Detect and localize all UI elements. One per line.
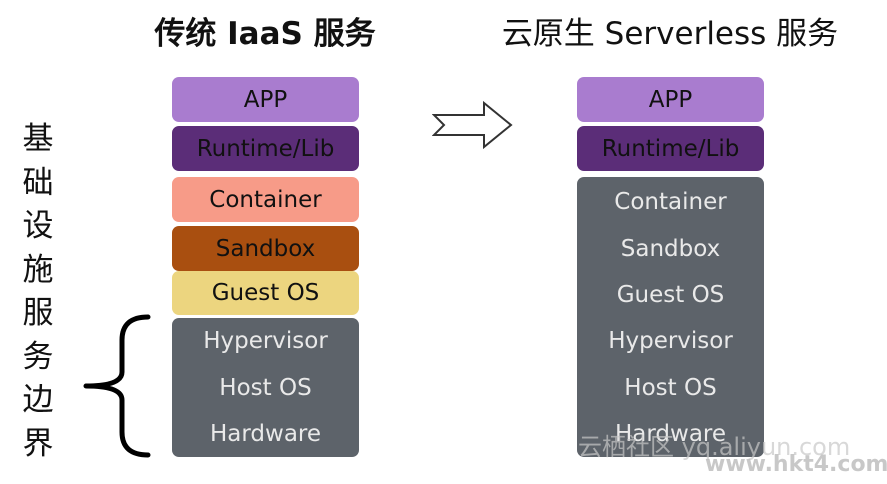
infrastructure-block	[577, 177, 764, 457]
layer-sandbox: Sandbox	[172, 226, 359, 271]
layer-hypervisor: Hypervisor	[172, 318, 359, 363]
boundary-char: 服	[22, 295, 54, 331]
layer-label: Container	[209, 186, 322, 213]
layer-label: Host OS	[624, 374, 717, 401]
boundary-dashed-line	[581, 175, 760, 177]
title-cloud-native-serverless: 云原生 Serverless 服务	[501, 16, 839, 52]
layer-hardware: Hardware	[577, 411, 764, 456]
watermark-hkt4: www.hkt4.com	[705, 452, 887, 477]
layer-host-os: Host OS	[172, 365, 359, 410]
watermark-aliyun: 云栖社区 yq.aliyun.com	[578, 433, 851, 461]
layer-app: APP	[577, 77, 764, 122]
layer-label: Guest OS	[211, 280, 320, 306]
layer-label: Runtime/Lib	[601, 135, 740, 162]
layer-label: Runtime/Lib	[196, 135, 335, 162]
layer-label: APP	[648, 86, 693, 113]
layer-label: Hardware	[614, 420, 727, 447]
layer-hypervisor: Hypervisor	[577, 318, 764, 363]
boundary-char: 务	[22, 338, 54, 375]
layer-label: Hypervisor	[608, 327, 733, 354]
layer-guest-os: Guest OS	[577, 272, 764, 317]
layer-host-os: Host OS	[577, 365, 764, 410]
layer-hardware: Hardware	[172, 411, 359, 456]
layer-sandbox: Sandbox	[577, 226, 764, 271]
boundary-char: 边	[22, 382, 54, 418]
boundary-char: 础	[22, 164, 54, 201]
layer-runtime-lib: Runtime/Lib	[172, 126, 359, 171]
layer-label: APP	[243, 86, 288, 113]
layer-app: APP	[172, 77, 359, 122]
boundary-char: 基	[22, 121, 54, 157]
curly-brace-icon	[83, 314, 151, 458]
layer-label: Guest OS	[616, 281, 725, 308]
right-arrow-icon	[432, 100, 513, 150]
layer-runtime-lib: Runtime/Lib	[577, 126, 764, 171]
boundary-char: 施	[22, 251, 54, 288]
layer-container: Container	[577, 179, 764, 224]
layer-container: Container	[172, 177, 359, 222]
layer-label: Sandbox	[215, 235, 316, 262]
infrastructure-block	[172, 318, 359, 457]
layer-label: Host OS	[219, 374, 312, 401]
title-traditional-iaas: 传统 IaaS 服务	[154, 16, 376, 52]
layer-label: Container	[614, 188, 727, 215]
layer-label: Sandbox	[620, 235, 721, 262]
layer-label: Hypervisor	[203, 327, 328, 354]
layer-guest-os: Guest OS	[172, 271, 359, 315]
boundary-char: 界	[22, 425, 54, 462]
layer-label: Hardware	[209, 420, 322, 447]
infrastructure-boundary-label: 基 础 设 施 服 务 边 界	[18, 118, 58, 466]
boundary-char: 设	[22, 208, 54, 244]
boundary-dashed-line	[176, 316, 355, 318]
